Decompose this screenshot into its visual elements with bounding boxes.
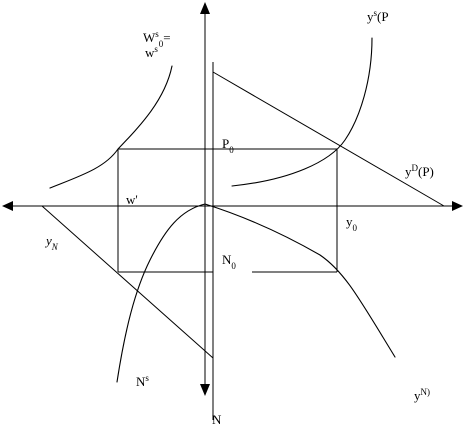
yn-transformation-line <box>41 205 214 359</box>
aggregate-supply-label: ys(P <box>367 8 389 24</box>
n0-label: N0 <box>222 252 236 271</box>
production-function-label: yN) <box>414 387 430 403</box>
vertical-axis-bottom-arrow <box>200 384 210 396</box>
wage-supply-label-line2: ws <box>145 44 158 60</box>
labor-supply-label: Ns <box>136 373 149 389</box>
yn-label: yN <box>44 233 59 252</box>
horizontal-axis-left-arrow <box>2 201 13 211</box>
wage-supply-label: Ws0= <box>143 29 171 49</box>
aggregate-supply-curve <box>231 37 373 187</box>
axis-n-label: N <box>212 412 222 427</box>
labor-supply-curve <box>116 203 206 383</box>
y0-label: y0 <box>346 214 358 233</box>
aggregate-demand-label: yD(P) <box>405 163 434 179</box>
wage-supply-curve <box>49 65 173 189</box>
p0-label: P0 <box>222 136 234 155</box>
horizontal-axis-right-arrow <box>452 201 463 211</box>
production-function-curve <box>204 203 396 358</box>
aggregate-demand-line <box>212 71 445 207</box>
w-prime-label: w' <box>126 192 138 207</box>
vertical-axis-top-arrow <box>200 2 210 14</box>
